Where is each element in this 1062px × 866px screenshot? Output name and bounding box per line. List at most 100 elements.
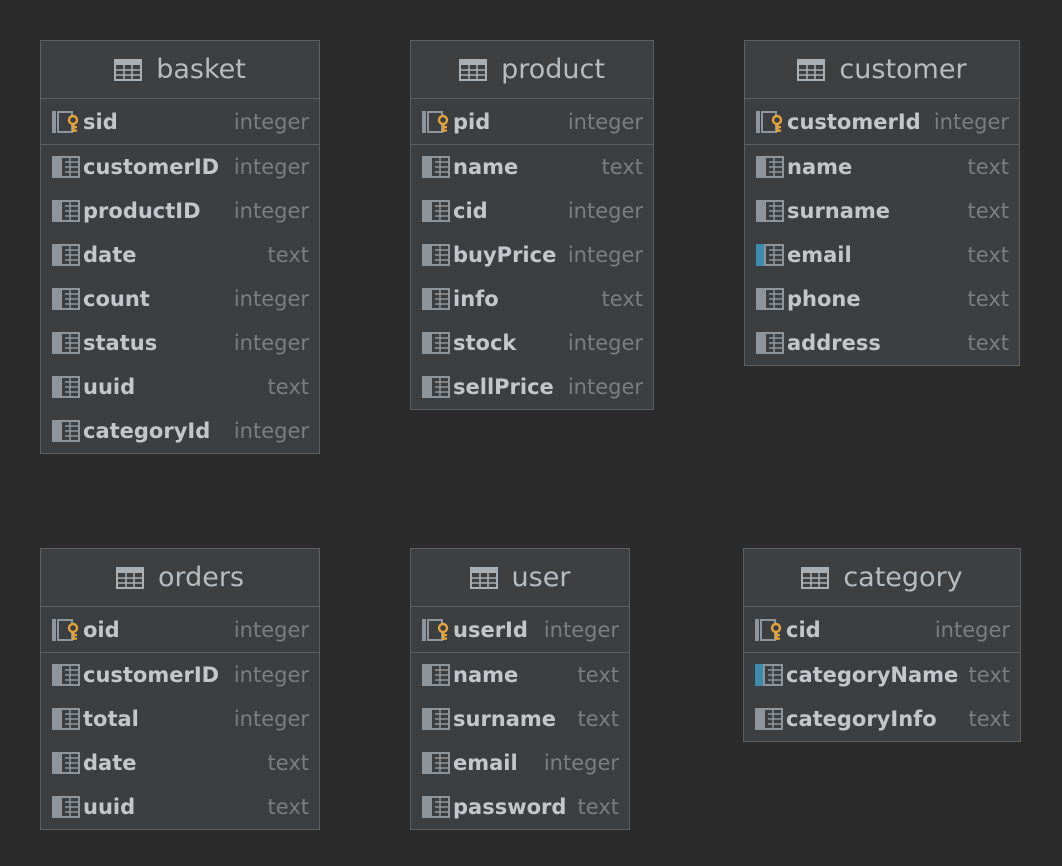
- primary-key-icon: [52, 110, 83, 133]
- column-icon: [756, 288, 787, 310]
- column-icon: [422, 200, 453, 222]
- column-type: integer: [567, 243, 643, 267]
- column-name: productID: [83, 199, 201, 223]
- column-row[interactable]: customerID integer: [41, 653, 319, 697]
- column-type: integer: [233, 663, 309, 687]
- column-row[interactable]: date text: [41, 741, 319, 785]
- column-name: sid: [83, 109, 118, 134]
- table-title: user: [511, 562, 571, 593]
- table-category[interactable]: category cid integer categoryName text c…: [743, 548, 1021, 742]
- column-name: date: [83, 243, 137, 267]
- column-type: integer: [233, 109, 309, 134]
- table-orders[interactable]: orders oid integer customerID integer to…: [40, 548, 320, 830]
- column-name: oid: [83, 617, 120, 642]
- column-name: surname: [453, 707, 557, 731]
- table-title: product: [501, 54, 605, 85]
- column-row-primary-key[interactable]: oid integer: [41, 607, 319, 653]
- column-name: customerId: [787, 109, 921, 134]
- table-basket[interactable]: basket sid integer customerID integer pr…: [40, 40, 320, 454]
- table-icon: [114, 58, 143, 81]
- table-user[interactable]: user userId integer name text surname te…: [410, 548, 630, 830]
- column-row[interactable]: categoryInfo text: [744, 697, 1020, 741]
- primary-key-icon: [756, 110, 787, 133]
- column-type: integer: [934, 617, 1010, 642]
- column-type: text: [967, 331, 1009, 355]
- table-product[interactable]: product pid integer name text cid intege…: [410, 40, 654, 410]
- column-row[interactable]: stock integer: [411, 321, 653, 365]
- column-row[interactable]: name text: [745, 145, 1019, 189]
- column-row[interactable]: status integer: [41, 321, 319, 365]
- table-title: basket: [156, 54, 246, 85]
- column-name: buyPrice: [453, 243, 557, 267]
- column-type: integer: [567, 331, 643, 355]
- column-icon: [52, 200, 83, 222]
- column-name: uuid: [83, 375, 136, 399]
- column-row-primary-key[interactable]: pid integer: [411, 99, 653, 145]
- indexed-column-icon: [756, 244, 787, 266]
- column-row[interactable]: total integer: [41, 697, 319, 741]
- column-type: text: [267, 375, 309, 399]
- primary-key-icon: [52, 618, 83, 641]
- column-row[interactable]: email integer: [411, 741, 629, 785]
- column-name: name: [453, 663, 519, 687]
- column-row-primary-key[interactable]: sid integer: [41, 99, 319, 145]
- column-icon: [756, 200, 787, 222]
- column-row[interactable]: surname text: [411, 697, 629, 741]
- column-row[interactable]: address text: [745, 321, 1019, 365]
- column-row[interactable]: customerID integer: [41, 145, 319, 189]
- column-type: text: [968, 707, 1010, 731]
- column-row-primary-key[interactable]: userId integer: [411, 607, 629, 653]
- column-name: stock: [453, 331, 517, 355]
- column-row[interactable]: cid integer: [411, 189, 653, 233]
- column-row[interactable]: name text: [411, 145, 653, 189]
- column-name: customerID: [83, 155, 220, 179]
- column-name: surname: [787, 199, 891, 223]
- column-row[interactable]: phone text: [745, 277, 1019, 321]
- column-name: sellPrice: [453, 375, 554, 399]
- column-icon: [422, 244, 453, 266]
- column-row[interactable]: password text: [411, 785, 629, 829]
- column-type: text: [967, 243, 1009, 267]
- column-row[interactable]: name text: [411, 653, 629, 697]
- column-icon: [755, 708, 786, 730]
- table-icon: [797, 58, 826, 81]
- column-icon: [52, 332, 83, 354]
- column-row[interactable]: uuid text: [41, 365, 319, 409]
- column-row[interactable]: categoryId integer: [41, 409, 319, 453]
- table-header: customer: [745, 41, 1019, 99]
- column-row[interactable]: sellPrice integer: [411, 365, 653, 409]
- table-icon: [469, 566, 498, 589]
- column-row[interactable]: uuid text: [41, 785, 319, 829]
- column-icon: [422, 752, 453, 774]
- column-type: integer: [233, 617, 309, 642]
- column-icon: [422, 796, 453, 818]
- column-row[interactable]: surname text: [745, 189, 1019, 233]
- column-type: integer: [567, 199, 643, 223]
- column-type: integer: [543, 617, 619, 642]
- column-row[interactable]: buyPrice integer: [411, 233, 653, 277]
- column-icon: [52, 376, 83, 398]
- table-icon: [459, 58, 488, 81]
- table-customer[interactable]: customer customerId integer name text su…: [744, 40, 1020, 366]
- column-type: text: [267, 243, 309, 267]
- column-row[interactable]: date text: [41, 233, 319, 277]
- column-name: info: [453, 287, 499, 311]
- column-row[interactable]: count integer: [41, 277, 319, 321]
- column-row-primary-key[interactable]: cid integer: [744, 607, 1020, 653]
- column-row-primary-key[interactable]: customerId integer: [745, 99, 1019, 145]
- column-row[interactable]: productID integer: [41, 189, 319, 233]
- column-row[interactable]: info text: [411, 277, 653, 321]
- column-row-indexed[interactable]: email text: [745, 233, 1019, 277]
- column-row-indexed[interactable]: categoryName text: [744, 653, 1020, 697]
- column-type: integer: [233, 707, 309, 731]
- column-type: text: [577, 707, 619, 731]
- column-name: status: [83, 331, 158, 355]
- column-icon: [52, 708, 83, 730]
- column-icon: [52, 244, 83, 266]
- column-name: email: [787, 243, 852, 267]
- column-icon: [422, 332, 453, 354]
- table-header: basket: [41, 41, 319, 99]
- column-icon: [52, 752, 83, 774]
- column-name: customerID: [83, 663, 220, 687]
- column-name: cid: [453, 199, 488, 223]
